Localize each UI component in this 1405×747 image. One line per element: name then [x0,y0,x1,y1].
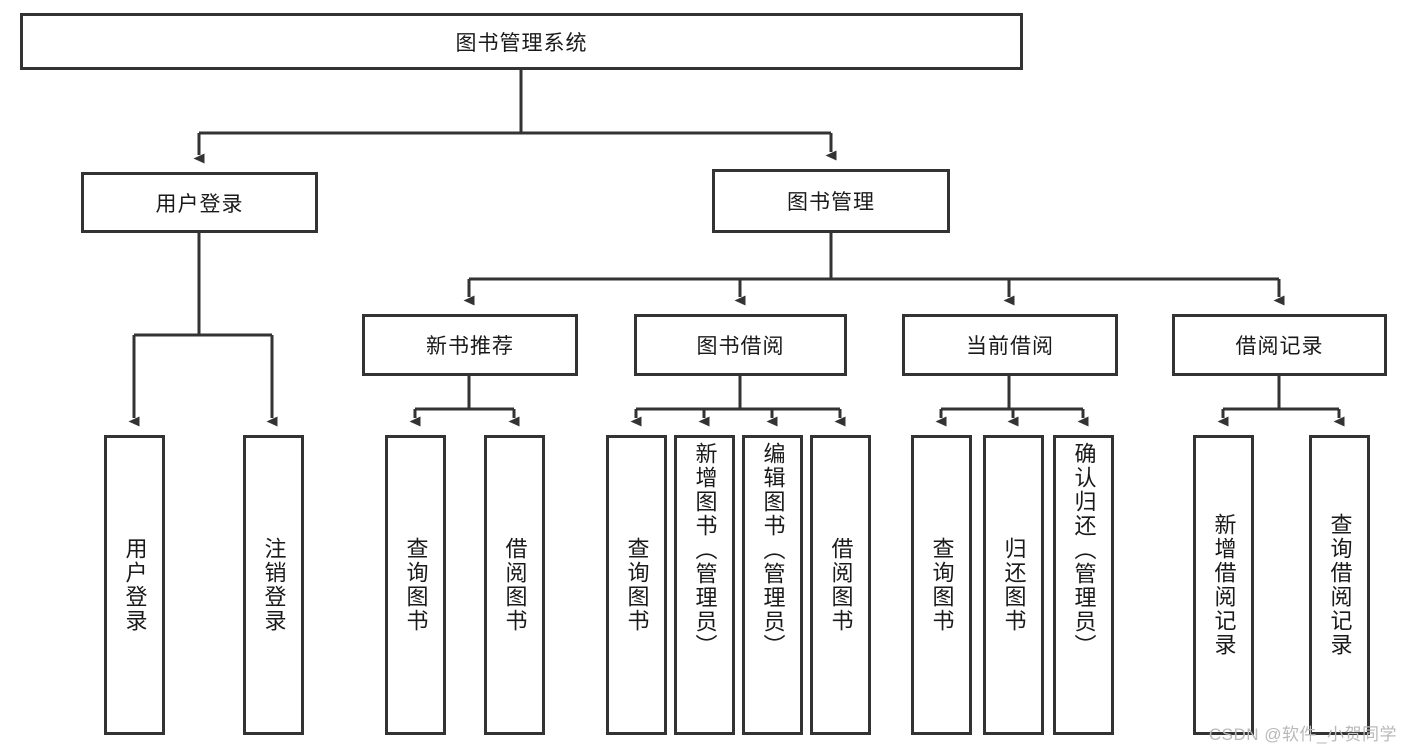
node-leaf-query-book-2-label: 查询图书 [624,537,650,633]
node-book-manage[interactable]: 图书管理 [712,169,950,233]
node-current-borrow-label: 当前借阅 [966,335,1054,358]
node-leaf-query-book-3[interactable]: 查询图书 [911,435,972,735]
node-leaf-logout[interactable]: 注销登录 [243,435,304,735]
node-leaf-query-book-3-label: 查询图书 [929,537,955,633]
node-borrow-record[interactable]: 借阅记录 [1172,314,1387,376]
node-leaf-return-book-label: 归还图书 [1001,537,1027,633]
node-leaf-add-record[interactable]: 新增借阅记录 [1193,435,1254,735]
node-book-borrow[interactable]: 图书借阅 [634,314,847,376]
node-leaf-confirm-return-label: 确认归还（管理员） [1071,442,1097,658]
node-leaf-query-book-1-label: 查询图书 [403,537,429,633]
node-leaf-borrow-book-2[interactable]: 借阅图书 [810,435,871,735]
node-leaf-logout-label: 注销登录 [261,537,287,633]
node-leaf-add-book-label: 新增图书（管理员） [692,442,718,658]
node-leaf-borrow-book-1-label: 借阅图书 [502,537,528,633]
node-leaf-edit-book-label: 编辑图书（管理员） [760,442,786,658]
node-new-book-recommend-label: 新书推荐 [426,335,514,358]
node-leaf-query-record-label: 查询借阅记录 [1327,513,1353,657]
node-user-login-label: 用户登录 [155,192,244,216]
node-leaf-user-login-label: 用户登录 [122,537,148,633]
node-book-manage-label: 图书管理 [787,191,875,214]
node-leaf-query-record[interactable]: 查询借阅记录 [1309,435,1370,735]
node-leaf-edit-book[interactable]: 编辑图书（管理员） [742,435,803,735]
node-leaf-user-login[interactable]: 用户登录 [104,435,165,735]
node-leaf-query-book-2[interactable]: 查询图书 [606,435,667,735]
node-leaf-add-book[interactable]: 新增图书（管理员） [674,435,735,735]
node-new-book-recommend[interactable]: 新书推荐 [362,314,578,376]
node-book-borrow-label: 图书借阅 [696,335,785,358]
node-leaf-return-book[interactable]: 归还图书 [983,435,1044,735]
node-user-login[interactable]: 用户登录 [81,172,318,233]
node-leaf-borrow-book-1[interactable]: 借阅图书 [484,435,545,735]
node-root-label: 图书管理系统 [455,31,588,55]
node-root[interactable]: 图书管理系统 [20,13,1023,70]
node-leaf-query-book-1[interactable]: 查询图书 [385,435,446,735]
node-leaf-borrow-book-2-label: 借阅图书 [828,537,854,633]
node-leaf-add-record-label: 新增借阅记录 [1211,513,1237,657]
node-current-borrow[interactable]: 当前借阅 [902,314,1118,376]
node-borrow-record-label: 借阅记录 [1235,335,1324,358]
watermark: CSDN @软件_小贺同学 [1208,725,1397,744]
node-leaf-confirm-return[interactable]: 确认归还（管理员） [1053,435,1114,735]
